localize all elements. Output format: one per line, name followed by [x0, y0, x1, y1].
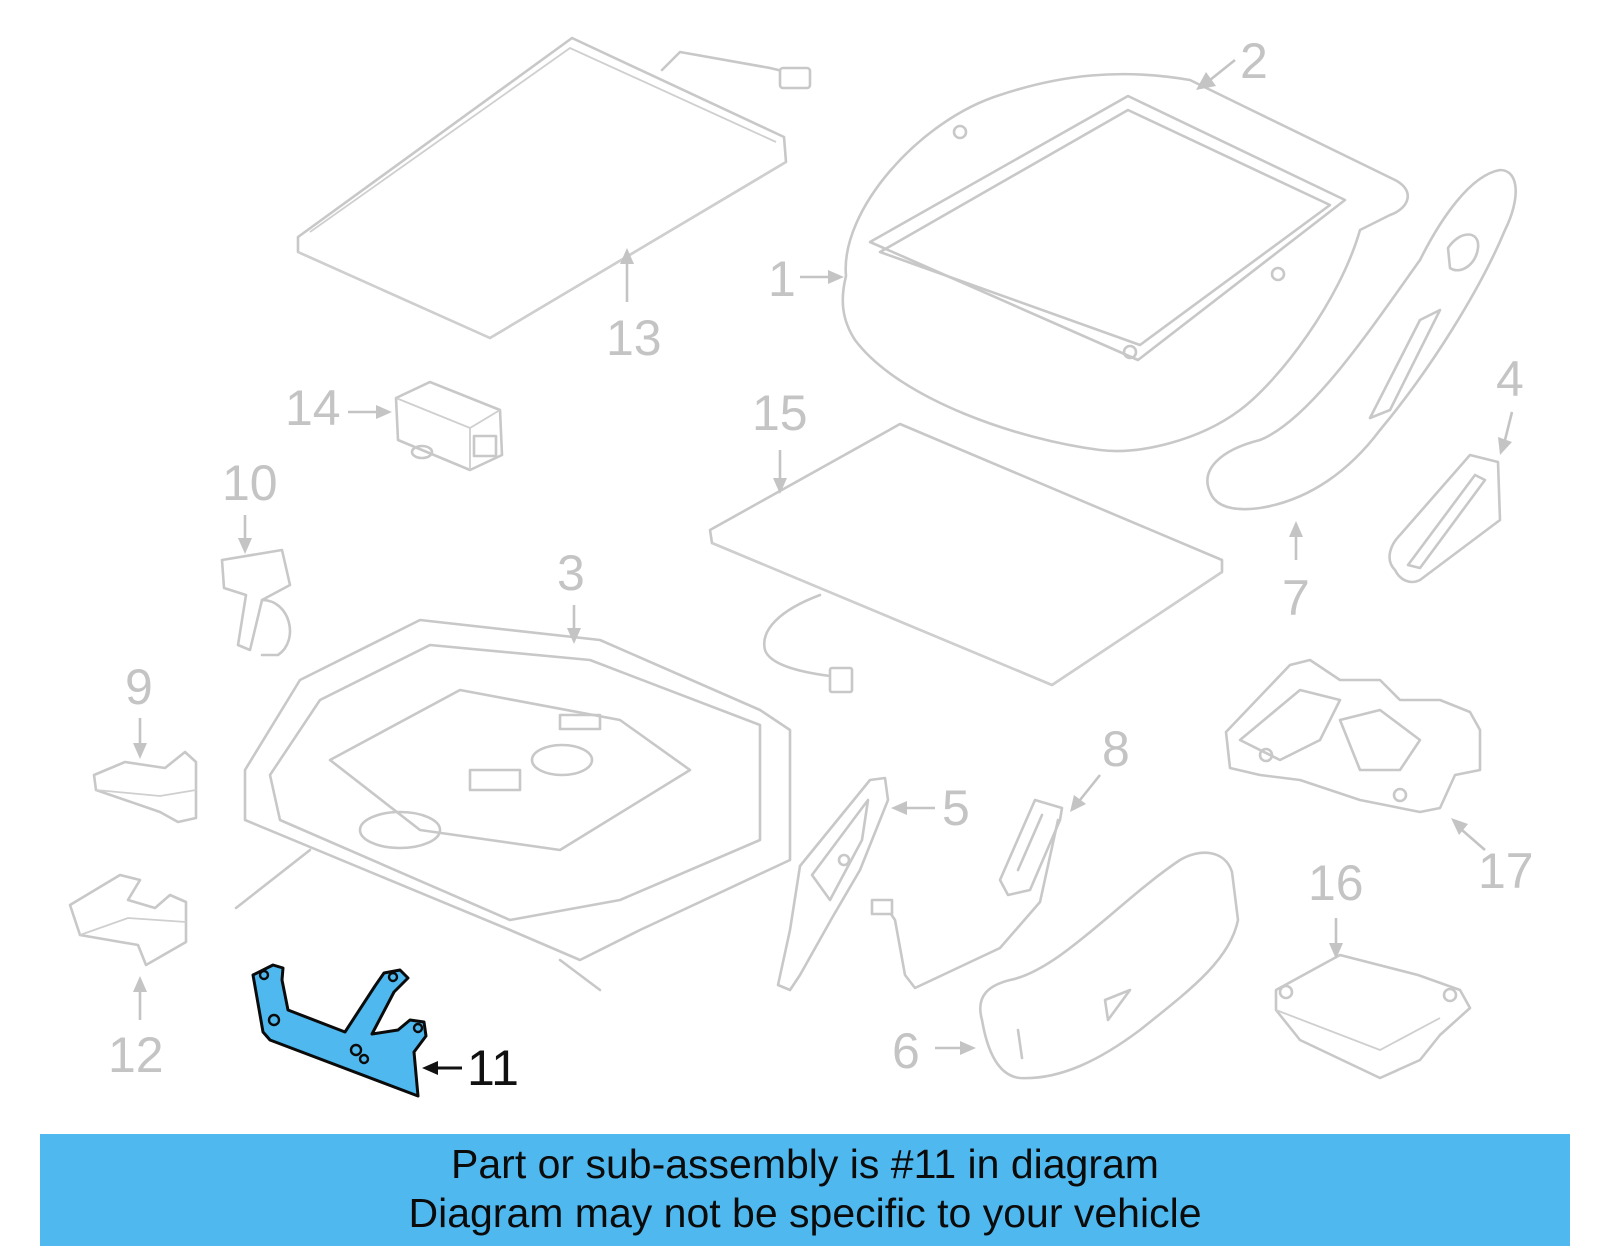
callout-16: 16: [1308, 855, 1364, 911]
arrow-5: [891, 801, 935, 815]
callout-7: 7: [1282, 570, 1310, 626]
arrow-11: [422, 1061, 462, 1075]
arrow-16: [1329, 918, 1343, 959]
callout-12: 12: [108, 1027, 164, 1083]
part-1-seat-cushion[interactable]: [841, 72, 1409, 453]
arrow-3: [567, 605, 581, 644]
part-15-sensor-pad[interactable]: [708, 422, 1224, 694]
callout-4: 4: [1496, 351, 1524, 407]
part-12-handle[interactable]: [68, 873, 188, 967]
callout-10: 10: [222, 455, 278, 511]
part-13-heater-mat[interactable]: [296, 36, 812, 340]
part-16-control-module[interactable]: [1274, 953, 1472, 1080]
callout-13: 13: [606, 310, 662, 366]
banner-line-1: Part or sub-assembly is #11 in diagram: [451, 1141, 1159, 1187]
callout-15: 15: [752, 385, 808, 441]
info-banner: Part or sub-assembly is #11 in diagram D…: [40, 1134, 1570, 1246]
callout-3: 3: [557, 545, 585, 601]
callout-6: 6: [892, 1023, 920, 1079]
arrow-9: [133, 718, 147, 759]
arrow-1: [800, 270, 844, 284]
part-7-side-trim[interactable]: [1206, 168, 1517, 511]
part-10-clip[interactable]: [220, 548, 292, 657]
callout-8: 8: [1102, 721, 1130, 777]
part-6-side-cover[interactable]: [979, 851, 1240, 1080]
part-3-seat-frame[interactable]: [234, 618, 792, 992]
arrow-6: [935, 1041, 976, 1055]
arrow-10: [238, 515, 252, 554]
callout-2: 2: [1240, 33, 1268, 89]
callout-11: 11: [467, 1040, 519, 1096]
arrow-7: [1289, 521, 1303, 560]
arrow-8: [1070, 774, 1102, 812]
arrow-4: [1498, 411, 1514, 455]
callout-14: 14: [285, 380, 341, 436]
part-5-side-bracket[interactable]: [776, 776, 890, 992]
part-9-knob[interactable]: [92, 750, 198, 824]
arrow-14: [348, 405, 392, 419]
arrow-12: [133, 976, 147, 1020]
arrow-15: [773, 450, 787, 494]
part-14-module[interactable]: [394, 380, 504, 472]
banner-line-2: Diagram may not be specific to your vehi…: [408, 1190, 1202, 1236]
arrow-2: [1196, 58, 1236, 90]
callout-1: 1: [768, 251, 796, 307]
part-4-trim-cover[interactable]: [1388, 453, 1502, 584]
part-8-release-handle[interactable]: [870, 798, 1064, 990]
arrow-17: [1451, 818, 1486, 851]
arrow-13: [620, 248, 634, 302]
callout-9: 9: [125, 659, 153, 715]
part-17-actuator-assembly[interactable]: [1224, 658, 1482, 814]
callout-5: 5: [942, 780, 970, 836]
callout-17: 17: [1478, 843, 1534, 899]
part-11-bracket-highlighted[interactable]: [251, 963, 428, 1098]
